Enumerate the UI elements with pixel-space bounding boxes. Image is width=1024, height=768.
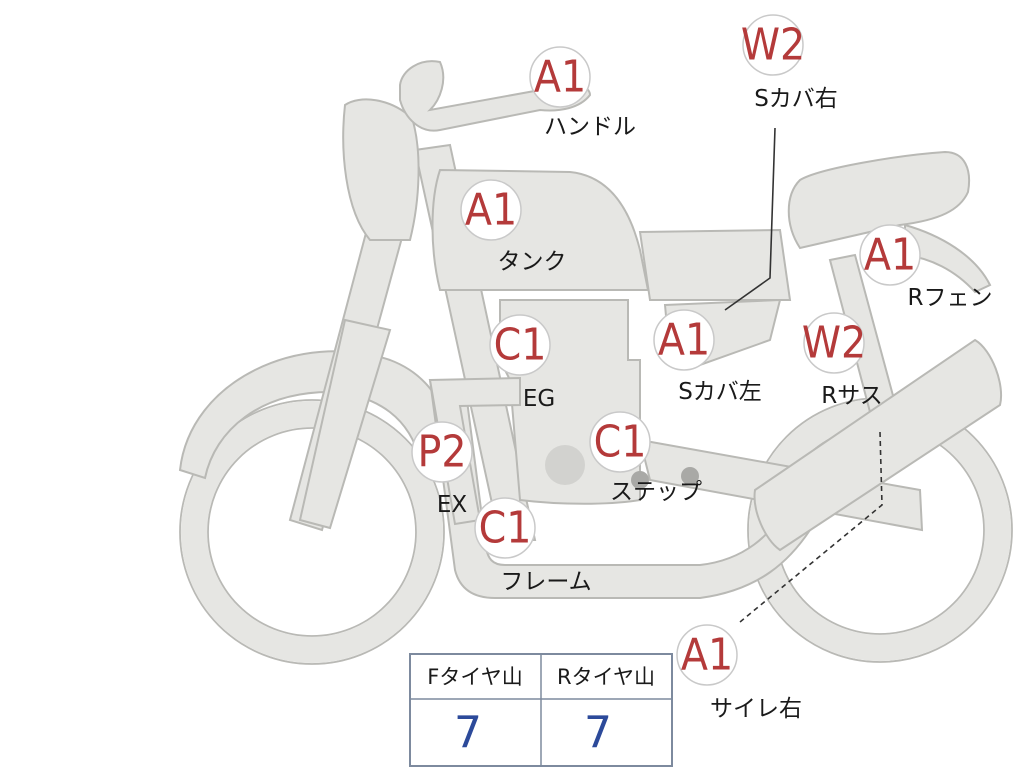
tire-tread-table: Fタイヤ山 Rタイヤ山 7 7	[409, 653, 673, 767]
grade-circle	[489, 314, 551, 376]
front-tire	[181, 401, 443, 663]
part-marker: C1 EG	[489, 314, 555, 412]
part-label: サイレ右	[710, 696, 802, 722]
part-marker: A1 サイレ右	[676, 624, 802, 722]
grade-code: A1	[681, 630, 733, 681]
grade-circle	[653, 309, 715, 371]
grade-circle	[460, 179, 522, 241]
grade-code: A1	[465, 185, 517, 236]
grade-code: A1	[534, 52, 586, 103]
grade-code: W2	[802, 318, 866, 369]
part-marker: P2 EX	[411, 421, 473, 518]
grade-code: C1	[494, 320, 547, 371]
step-peg-left	[631, 471, 649, 489]
grade-circle	[589, 411, 651, 473]
grade-code: C1	[594, 417, 647, 468]
part-marker: A1 タンク	[460, 179, 567, 275]
part-label: フレーム	[500, 569, 591, 595]
motorcycle-illustration	[178, 60, 1013, 665]
part-marker: W2 Rサス	[802, 312, 883, 409]
part-label: ステップ	[610, 479, 702, 505]
silencer-right-leader	[739, 431, 883, 623]
exhaust-pipe-shape	[428, 376, 521, 526]
grade-circle	[474, 497, 536, 559]
rear-tire-tread-header: Rタイヤ山	[557, 665, 655, 689]
part-marker: A1 ハンドル	[529, 46, 636, 140]
grade-circle	[411, 421, 473, 483]
front-tire-tread-header: Fタイヤ山	[427, 665, 522, 689]
frame-top-rail	[638, 228, 792, 301]
grade-code: A1	[658, 315, 710, 366]
part-marker: C1 ステップ	[589, 411, 702, 505]
seat-shape	[787, 150, 970, 250]
fork-tube-lower	[298, 318, 392, 530]
step-peg-right	[681, 467, 699, 485]
front-tire-outer-edge	[179, 399, 445, 665]
rear-fender-shape	[904, 223, 992, 294]
part-label: Rフェン	[908, 285, 993, 311]
grade-circle	[529, 46, 591, 108]
part-marker: C1 フレーム	[474, 497, 592, 595]
part-label: EX	[437, 492, 468, 518]
silencer-shape	[753, 338, 1003, 552]
rear-tire-tread-value: 7	[584, 708, 612, 759]
side-cover-right-leader	[724, 127, 776, 311]
part-marker: W2 Sカバ右	[741, 14, 838, 112]
grade-circle	[859, 224, 921, 286]
front-tire-inner-edge	[207, 427, 417, 637]
grade-code: A1	[864, 230, 916, 281]
part-label: ハンドル	[544, 114, 636, 140]
grade-circle	[676, 624, 738, 686]
headlight-shape	[342, 98, 420, 241]
part-label: Rサス	[821, 383, 883, 409]
grade-code: C1	[479, 503, 532, 554]
grade-code: P2	[417, 427, 466, 478]
part-label: Sカバ右	[754, 86, 838, 112]
front-tire-tread-value: 7	[454, 708, 482, 759]
leader-lines	[724, 127, 883, 623]
part-marker: A1 Sカバ左	[653, 309, 762, 405]
grade-circle	[742, 14, 804, 76]
part-label: EG	[523, 386, 555, 412]
part-label: Sカバ左	[678, 379, 762, 405]
grade-code: W2	[741, 20, 805, 71]
part-label: タンク	[498, 249, 567, 275]
part-marker: A1 Rフェン	[859, 224, 993, 311]
grade-circle	[803, 312, 865, 374]
engine-cover-circle	[545, 445, 585, 485]
